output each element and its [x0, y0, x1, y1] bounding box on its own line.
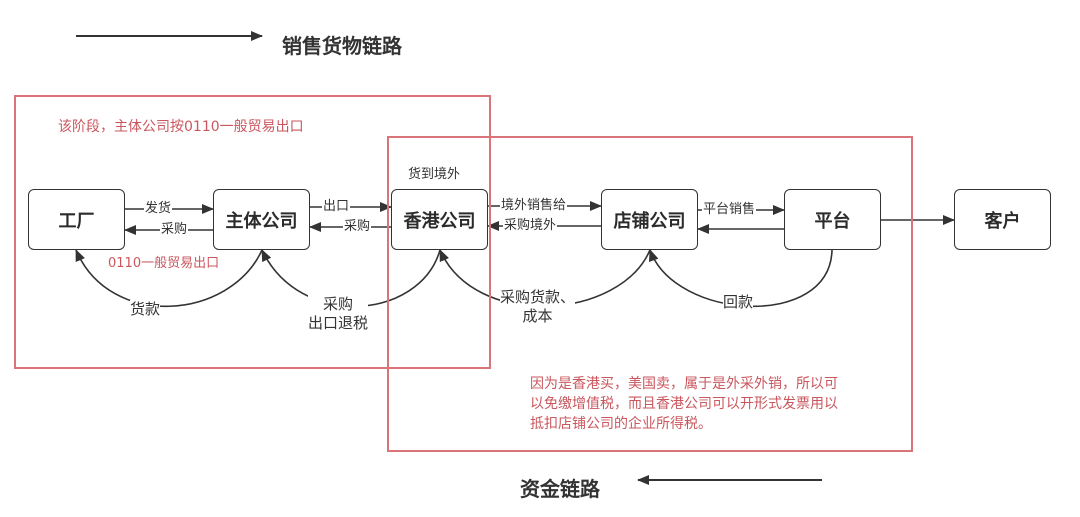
- region-overseas-sales: [387, 136, 913, 452]
- node-label: 香港公司: [403, 210, 476, 232]
- money-label-line: 采购货款、: [500, 288, 576, 306]
- tax-note-line: 抵扣店铺公司的企业所得税。: [530, 416, 712, 432]
- money-chain-legend-label: 资金链路: [520, 477, 600, 501]
- tax-explanation-note: 因为是香港买，美国卖，属于是外采外销，所以可 以免缴增值税，而且香港公司可以开形…: [530, 374, 838, 434]
- edge-label-purchase: 采购: [343, 219, 372, 234]
- general-trade-export-note: 0110一般贸易出口: [108, 256, 220, 271]
- goods-overseas-label: 货到境外: [408, 167, 461, 182]
- edge-label-overseas-sale: 境外销售给: [500, 198, 568, 213]
- tax-note-line: 以免缴增值税，而且香港公司可以开形式发票用以: [530, 396, 838, 412]
- node-label: 主体公司: [225, 210, 298, 232]
- node-main-company[interactable]: 主体公司: [213, 189, 310, 250]
- node-hk-company[interactable]: 香港公司: [391, 189, 488, 250]
- money-label-line: 采购: [323, 295, 354, 313]
- tax-note-line: 因为是香港买，美国卖，属于是外采外销，所以可: [530, 376, 838, 392]
- money-label-line: 出口退税: [308, 314, 369, 332]
- money-label-line: 成本: [522, 307, 553, 325]
- money-label-purchase-cost: 采购货款、 成本: [500, 288, 576, 326]
- node-platform[interactable]: 平台: [784, 189, 881, 250]
- node-store-company[interactable]: 店铺公司: [601, 189, 698, 250]
- domestic-export-note: 该阶段，主体公司按0110一般贸易出口: [58, 119, 304, 135]
- edge-label-overseas-purchase: 采购境外: [503, 218, 558, 233]
- node-customer[interactable]: 客户: [954, 189, 1051, 250]
- node-label: 工厂: [58, 210, 95, 232]
- node-label: 客户: [984, 210, 1021, 232]
- money-label-payment: 货款: [130, 300, 161, 319]
- node-label: 平台: [814, 210, 851, 232]
- edge-money-main-to-factory: [75, 249, 263, 308]
- node-label: 店铺公司: [613, 210, 686, 232]
- region-domestic-export: [14, 95, 491, 369]
- node-factory[interactable]: 工厂: [28, 189, 125, 250]
- edge-label-platform-sale: 平台销售: [702, 202, 757, 217]
- edge-label-export: 出口: [322, 199, 351, 214]
- edge-label-purchase: 采购: [160, 222, 189, 237]
- money-label-return: 回款: [723, 293, 754, 312]
- edge-label-ship: 发货: [144, 201, 173, 216]
- goods-chain-legend-label: 销售货物链路: [282, 34, 402, 58]
- money-label-purchase-refund: 采购 出口退税: [308, 295, 369, 333]
